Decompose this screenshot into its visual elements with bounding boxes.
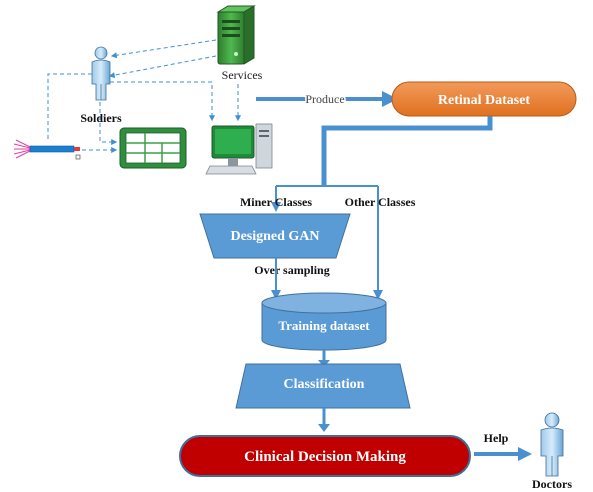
desktop-computer-icon xyxy=(205,123,273,175)
clinical-decision-label: Clinical Decision Making xyxy=(244,449,406,465)
training-dataset-node xyxy=(261,292,387,351)
help-label: Help xyxy=(484,431,509,445)
miner-classes-label: Miner Classes xyxy=(240,195,312,209)
classification-label: Classification xyxy=(284,377,365,392)
designed-gan-node xyxy=(199,213,351,259)
server-icon xyxy=(216,5,256,65)
designed-gan-label: Designed GAN xyxy=(230,229,319,244)
doctors-label: Doctors xyxy=(532,477,572,491)
clinical-decision-node xyxy=(179,435,471,477)
retinal-dataset-label: Retinal Dataset xyxy=(438,93,530,108)
produce-label: Produce xyxy=(305,92,344,106)
training-dataset-label: Training dataset xyxy=(278,318,370,333)
soldier-person-icon xyxy=(91,46,111,101)
tablet-icon xyxy=(119,127,187,169)
help-arrow xyxy=(474,447,532,461)
services-label: Services xyxy=(222,68,263,82)
classification-node xyxy=(235,363,411,409)
device-connections xyxy=(47,39,241,153)
soldiers-label: Soldiers xyxy=(80,111,122,125)
produce-arrow xyxy=(256,91,398,107)
classification-to-decision-arrowhead xyxy=(318,424,330,432)
dataset-connector xyxy=(321,116,493,186)
over-sampling-label: Over sampling xyxy=(254,263,329,277)
retinal-dataset-node xyxy=(391,81,577,117)
doctor-person-icon xyxy=(540,412,564,477)
other-classes-label: Other Classes xyxy=(345,195,416,209)
probe-icon xyxy=(13,139,81,160)
